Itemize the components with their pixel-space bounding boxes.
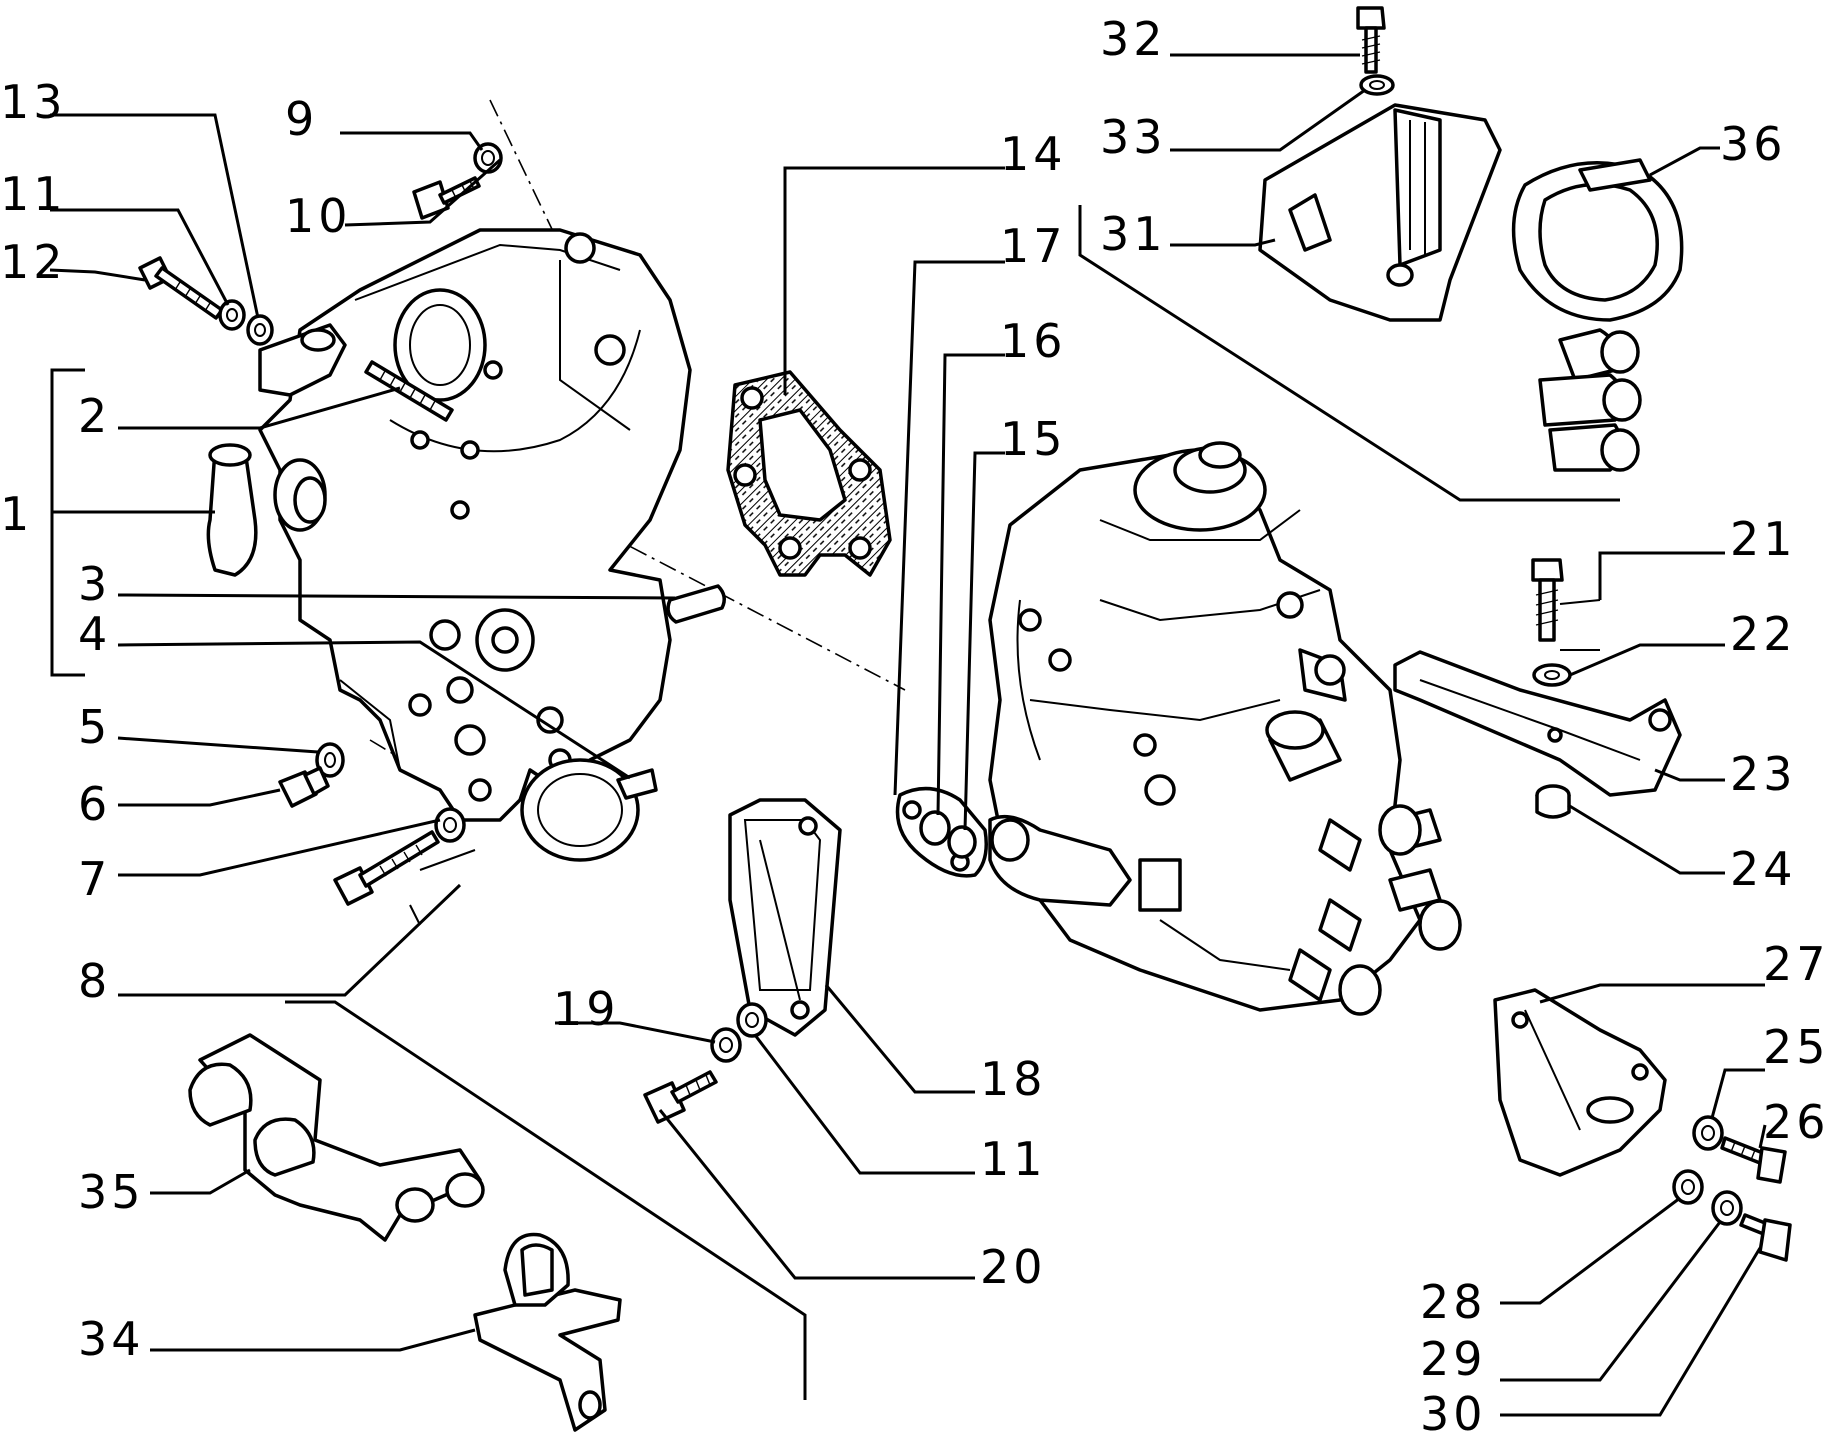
- pipe-clamp-34: [473, 1232, 622, 1432]
- washer-13: [246, 314, 274, 346]
- callout-3: 3: [78, 557, 111, 611]
- stud-2: [364, 360, 454, 422]
- washer-19: [710, 1027, 742, 1063]
- callout-25: 25: [1763, 1020, 1830, 1074]
- plug-6: [278, 766, 330, 808]
- callout-26: 26: [1763, 1095, 1830, 1149]
- washer-7: [434, 807, 466, 843]
- callout-7: 7: [78, 852, 111, 906]
- bolt-32: [1356, 6, 1386, 74]
- pump-mounting-housing: [206, 228, 692, 862]
- callout-35: 35: [78, 1165, 145, 1219]
- o-ring-16: [919, 810, 951, 846]
- callout-31: 31: [1100, 207, 1167, 261]
- plug-3: [666, 584, 726, 624]
- callout-22: 22: [1730, 607, 1797, 661]
- washer-33: [1359, 74, 1395, 96]
- callout-34: 34: [78, 1312, 145, 1366]
- callout-5: 5: [78, 700, 111, 754]
- callout-23: 23: [1730, 747, 1797, 801]
- pipe-clip-36: [1511, 158, 1684, 472]
- callout-21: 21: [1730, 512, 1797, 566]
- washer-28: [1672, 1169, 1704, 1205]
- callout-20: 20: [980, 1240, 1047, 1294]
- bracket-31: [1258, 103, 1502, 322]
- bolt-21: [1531, 558, 1564, 642]
- screw-4: [616, 768, 658, 800]
- callout-17: 17: [1000, 219, 1067, 273]
- callout-30: 30: [1420, 1387, 1487, 1441]
- o-ring-15: [947, 825, 977, 859]
- callout-29: 29: [1420, 1332, 1487, 1386]
- callout-11-upper: 11: [0, 167, 67, 221]
- callout-4: 4: [78, 607, 111, 661]
- bolt-12: [138, 256, 224, 320]
- callout-8: 8: [78, 954, 111, 1008]
- bolt-26: [1720, 1136, 1787, 1184]
- bracket-plate-27: [1493, 988, 1667, 1177]
- washer-11-lower: [736, 1002, 768, 1038]
- washer-29: [1711, 1190, 1743, 1226]
- bracket-23: [1393, 650, 1682, 797]
- callout-1: 1: [0, 487, 33, 541]
- callout-15: 15: [1000, 412, 1067, 466]
- callout-27: 27: [1763, 937, 1830, 991]
- bolt-20: [643, 1070, 718, 1124]
- pipe-clamp-35: [188, 1033, 485, 1242]
- washer-5: [315, 742, 345, 778]
- callout-19: 19: [553, 982, 620, 1036]
- bolt-30: [1739, 1213, 1792, 1262]
- gasket-14: [726, 370, 892, 577]
- leader-lines: [49, 53, 1767, 1417]
- callout-28: 28: [1420, 1275, 1487, 1329]
- washer-11: [218, 299, 246, 331]
- callout-6: 6: [78, 777, 111, 831]
- callout-32: 32: [1100, 12, 1167, 66]
- callout-16: 16: [1000, 314, 1067, 368]
- callout-24: 24: [1730, 842, 1797, 896]
- callout-2: 2: [78, 389, 111, 443]
- callout-12: 12: [0, 235, 67, 289]
- callout-9: 9: [285, 92, 318, 146]
- callout-13: 13: [0, 75, 67, 129]
- callout-33: 33: [1100, 110, 1167, 164]
- callout-labels: 1 2 3 4 5 6 7 8 9 10 11 12 13 14 15 16 1…: [0, 12, 1830, 1441]
- callout-11-lower: 11: [980, 1132, 1047, 1186]
- callout-18: 18: [980, 1052, 1047, 1106]
- bolt-10: [412, 176, 481, 220]
- washer-22: [1532, 663, 1572, 687]
- callout-36: 36: [1720, 117, 1787, 171]
- callout-14: 14: [1000, 127, 1067, 181]
- callout-10: 10: [285, 189, 352, 243]
- bolt-8: [333, 830, 440, 906]
- washer-25: [1692, 1115, 1724, 1151]
- spacer-24: [1535, 784, 1571, 819]
- bracket-18: [728, 798, 842, 1037]
- injection-pump: [988, 441, 1462, 1016]
